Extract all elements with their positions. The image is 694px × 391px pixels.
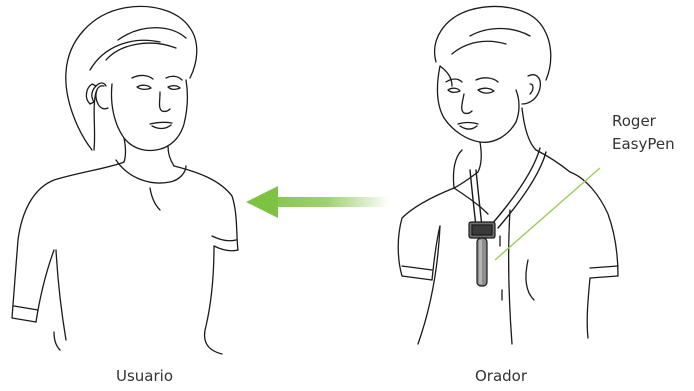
user-ear bbox=[96, 86, 108, 109]
lanyard bbox=[470, 170, 476, 226]
user-label: Usuario bbox=[116, 367, 173, 386]
user-hair bbox=[66, 6, 197, 150]
device-pointer-line bbox=[495, 168, 600, 260]
speaker-shirt bbox=[398, 188, 454, 276]
user-shirt bbox=[12, 162, 124, 318]
speaker-face bbox=[437, 66, 516, 142]
transmission-arrow bbox=[246, 186, 390, 218]
speaker-figure bbox=[398, 7, 618, 344]
device-label-line1: Roger bbox=[612, 110, 675, 133]
device-label: Roger EasyPen bbox=[612, 110, 675, 156]
user-figure bbox=[12, 6, 238, 354]
device-label-line2: EasyPen bbox=[612, 133, 675, 156]
user-face bbox=[112, 80, 188, 151]
speaker-hair bbox=[435, 7, 551, 80]
speaker-label: Orador bbox=[475, 367, 527, 386]
roger-easypen-icon bbox=[469, 222, 495, 286]
